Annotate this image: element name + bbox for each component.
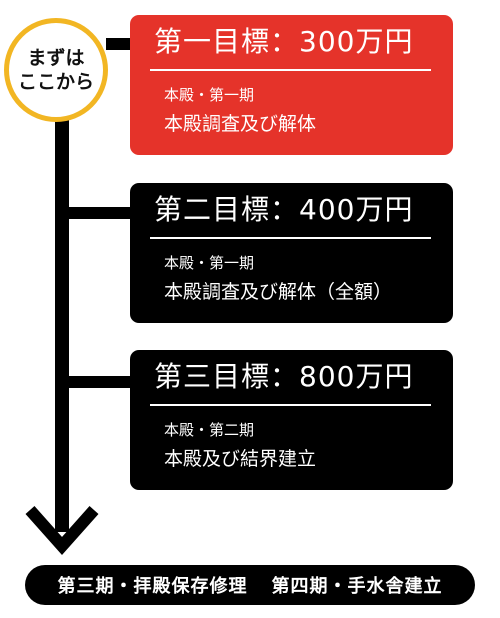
phase-three-label: 第三期・拝殿保存修理 (57, 576, 248, 597)
start-badge-line2: ここから (17, 71, 94, 93)
goal-phase: 本殿・第二期 (164, 421, 255, 439)
goal-card-1: 第一目標：300万円 本殿・第一期 本殿調査及び解体 (130, 15, 453, 155)
start-here-badge: まずは ここから (4, 18, 108, 122)
goal-title: 第一目標：300万円 (154, 25, 414, 58)
goal-description: 本殿調査及び解体 (164, 113, 317, 135)
goal-divider (150, 237, 431, 239)
goal-card-2: 第二目標：400万円 本殿・第一期 本殿調査及び解体（全額） (130, 183, 453, 323)
goal-title: 第三目標：800万円 (154, 360, 414, 393)
goal-divider (150, 69, 431, 71)
future-phases-bar: 第三期・拝殿保存修理 第四期・手水舎建立 (25, 565, 475, 605)
goal-phase: 本殿・第一期 (164, 254, 255, 272)
goal-description: 本殿調査及び解体（全額） (164, 281, 393, 303)
start-badge-line1: まずは (27, 47, 85, 69)
goal-title: 第二目標：400万円 (154, 193, 414, 226)
goal-phase: 本殿・第一期 (164, 86, 255, 104)
goal-card-3: 第三目標：800万円 本殿・第二期 本殿及び結界建立 (130, 350, 453, 490)
phase-four-label: 第四期・手水舎建立 (271, 576, 443, 597)
arrow-down-icon (25, 506, 99, 556)
goal-description: 本殿及び結界建立 (164, 448, 317, 470)
goal-divider (150, 404, 431, 406)
